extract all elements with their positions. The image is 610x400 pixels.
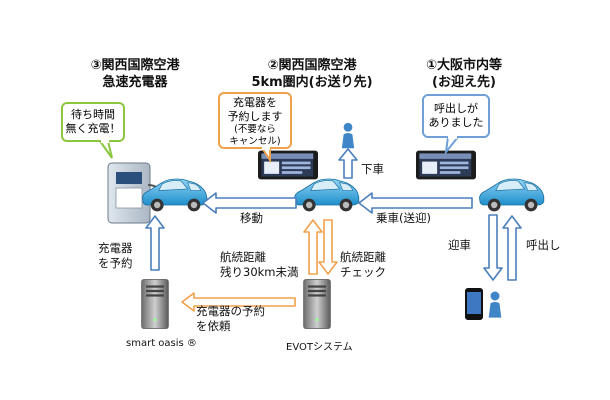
charger-speech-bubble	[61, 102, 125, 159]
evot-server-icon	[303, 279, 331, 329]
request-reservation-line1: 充電器の予約	[196, 304, 265, 318]
airport-speech-bubble	[218, 92, 292, 164]
airport-bubble-text: 充電器を 予約します (不要なら キャンセル)	[219, 96, 291, 148]
car-icon	[294, 178, 360, 212]
osaka-header: ①大阪市内等 (お迎え先)	[414, 57, 514, 91]
tablet-icon	[416, 150, 476, 180]
call-label: 呼出し	[526, 238, 561, 252]
pickup-label: 迎車	[448, 238, 471, 252]
osaka-speech-bubble	[422, 94, 490, 156]
car-icon	[142, 178, 208, 212]
person-icon	[341, 122, 355, 149]
smart-oasis-label: smart oasis ®	[126, 338, 197, 349]
charger-header: ③関西国際空港 急速充電器	[80, 57, 190, 91]
range-check-line2: チェック	[340, 265, 386, 279]
move-arrow	[202, 192, 297, 214]
osaka-header-line2: (お迎え先)	[432, 75, 496, 90]
evot-system-label: EVOTシステム	[286, 342, 353, 353]
ride-arrow	[358, 192, 473, 214]
range-low-line1: 航続距離	[220, 250, 266, 264]
airport-header-line2: 5km圏内(お送り先)	[251, 75, 373, 90]
charger-header-line2: 急速充電器	[102, 75, 168, 90]
range-low-label: 航続距離 残り30km未満	[220, 250, 299, 280]
smartphone-icon	[465, 288, 483, 320]
request-reservation-arrow	[181, 292, 296, 312]
reserve-charger-line2: を予約	[98, 256, 133, 270]
alight-arrow	[338, 148, 358, 179]
charger-header-line1: ③関西国際空港	[90, 58, 180, 73]
move-label: 移動	[240, 211, 263, 225]
range-check-line1: 航続距離	[340, 250, 386, 264]
smart-oasis-server-icon	[141, 279, 169, 329]
airport-bubble-line4: キャンセル)	[229, 136, 281, 147]
airport-bubble-line3: (不要なら	[234, 124, 276, 135]
airport-bubble-line1: 充電器を	[233, 96, 277, 109]
range-low-line2: 残り30km未満	[220, 265, 299, 279]
range-low-arrow	[303, 219, 323, 275]
reserve-charger-line1: 充電器	[98, 241, 133, 255]
request-reservation-label: 充電器の予約 を依頼	[196, 304, 265, 334]
airport-header-line1: ②関西国際空港	[267, 58, 357, 73]
car-icon	[479, 178, 545, 212]
osaka-bubble-text: 呼出しが ありました	[423, 102, 489, 130]
airport-bubble-line2: 予約します	[227, 110, 283, 123]
alight-label: 下車	[361, 162, 384, 176]
charger-bubble-line2: 無く充電！	[65, 122, 121, 135]
pickup-arrow	[483, 214, 503, 281]
person-icon	[488, 291, 502, 318]
charger-bubble-text: 待ち時間 無く充電！	[62, 108, 124, 136]
reserve-charger-arrow	[145, 215, 165, 271]
ride-label: 乗車(送迎)	[376, 211, 431, 225]
osaka-header-line1: ①大阪市内等	[425, 58, 502, 73]
airport-header: ②関西国際空港 5km圏内(お送り先)	[250, 57, 374, 91]
fast-charger-icon	[107, 162, 162, 224]
range-check-label: 航続距離 チェック	[340, 250, 386, 280]
call-arrow	[502, 215, 522, 281]
osaka-bubble-line1: 呼出しが	[434, 102, 478, 115]
range-check-arrow	[318, 219, 338, 275]
osaka-bubble-line2: ありました	[428, 116, 484, 129]
charger-bubble-line1: 待ち時間	[71, 108, 115, 121]
request-reservation-line2: を依頼	[196, 319, 231, 333]
reserve-charger-label: 充電器 を予約	[98, 241, 133, 271]
